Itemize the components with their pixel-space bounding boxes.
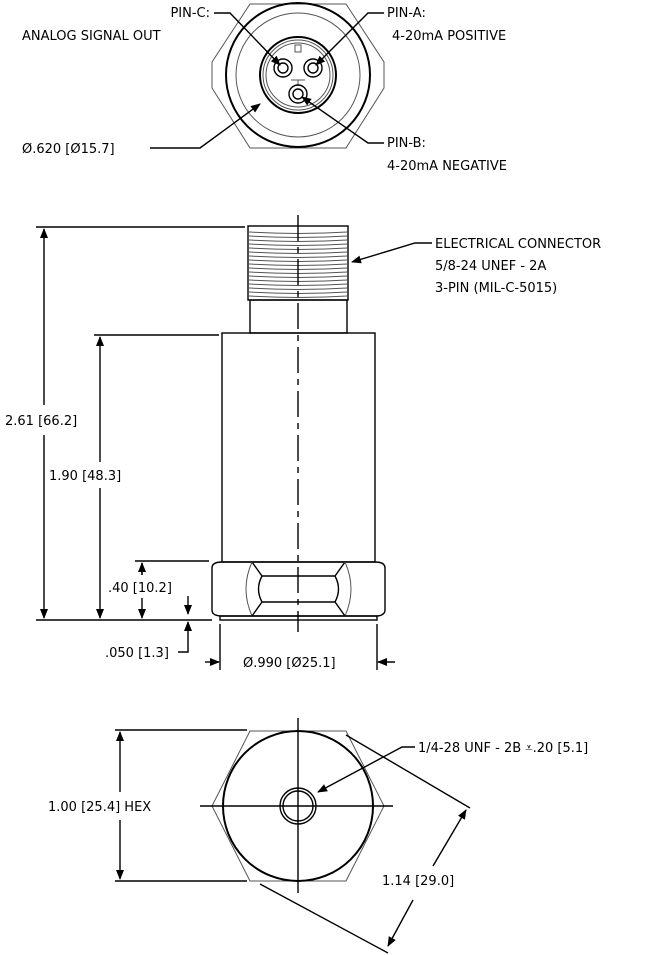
body-diameter-dim: Ø.990 [Ø25.1] xyxy=(243,656,336,671)
pin-a-leader xyxy=(315,12,384,66)
connector-diameter-label: Ø.620 [Ø15.7] xyxy=(22,142,115,157)
thread-line xyxy=(248,251,348,254)
connector-circle xyxy=(259,36,337,114)
pin-c-desc: ANALOG SIGNAL OUT xyxy=(22,29,161,44)
hex-corners-dim: 1.14 [29.0] xyxy=(382,874,454,889)
bottom-view: 1/4-28 UNF - 2B ⩡.20 [5.1] 1.00 [25.4] H… xyxy=(48,718,588,954)
diameter-leader xyxy=(150,103,261,149)
pin-a xyxy=(303,58,323,78)
body-height-dim: 1.90 [48.3] xyxy=(49,469,121,484)
hex-height-dim: .40 [10.2] xyxy=(108,581,172,596)
pin-a-desc: 4-20mA POSITIVE xyxy=(392,29,506,44)
thread-line xyxy=(248,287,348,290)
thread-leader xyxy=(317,746,415,793)
key-mark xyxy=(294,44,302,53)
pin-b-leader xyxy=(301,96,384,144)
thread-line xyxy=(248,255,348,258)
hex-outline xyxy=(211,3,385,149)
pin-c-label: PIN-C: xyxy=(170,6,210,21)
side-view: ELECTRICAL CONNECTOR 5/8-24 UNEF - 2A 3-… xyxy=(5,215,601,671)
pin-b-label: PIN-B: xyxy=(387,136,426,151)
base-lip-dim: .050 [1.3] xyxy=(105,646,169,661)
thread-line xyxy=(248,243,348,246)
connector-note-3: 3-PIN (MIL-C-5015) xyxy=(435,281,557,296)
pin-b xyxy=(288,84,308,104)
connector-note-2: 5/8-24 UNEF - 2A xyxy=(435,259,546,274)
connector-leader xyxy=(351,242,432,264)
thread-line xyxy=(248,239,348,242)
thread-line xyxy=(248,295,348,298)
hex-flats-dim: 1.00 [25.4] HEX xyxy=(48,800,151,815)
pin-a-label: PIN-A: xyxy=(387,6,426,21)
thread-note: 1/4-28 UNF - 2B ⩡.20 [5.1] xyxy=(418,741,588,756)
overall-height-dim: 2.61 [66.2] xyxy=(5,414,77,429)
body-circle xyxy=(225,2,371,148)
connector-note-1: ELECTRICAL CONNECTOR xyxy=(435,237,601,252)
thread-line xyxy=(248,283,348,286)
pin-c xyxy=(273,58,293,78)
top-view: PIN-C: ANALOG SIGNAL OUT PIN-A: 4-20mA P… xyxy=(22,2,507,174)
pin-c-leader xyxy=(214,12,281,66)
pin-b-desc: 4-20mA NEGATIVE xyxy=(387,159,507,174)
